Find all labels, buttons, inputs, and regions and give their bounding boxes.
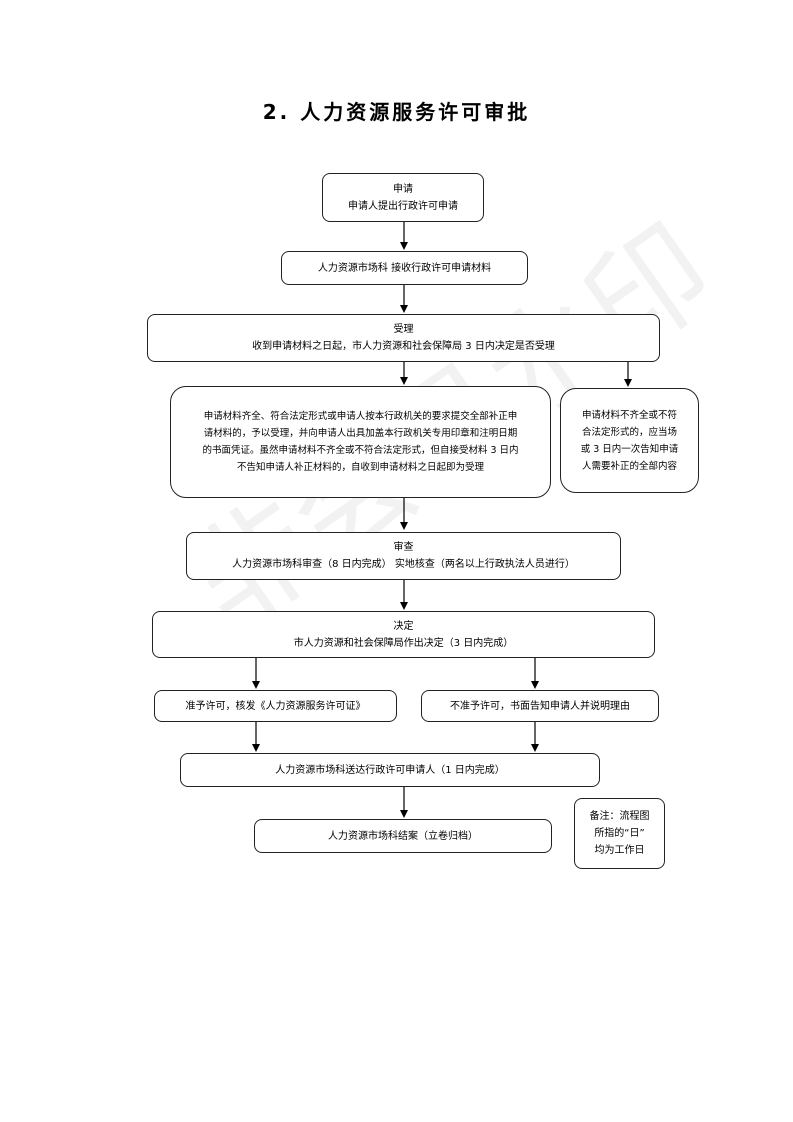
page-title: 2. 人力资源服务许可审批	[262, 100, 531, 124]
step-deliver: 人力资源市场科送达行政许可申请人（1 日内完成）	[180, 753, 600, 787]
step-complete-line4: 不告知申请人补正材料的，自收到申请材料之日起即为受理	[236, 462, 484, 473]
step-deliver-desc: 人力资源市场科送达行政许可申请人（1 日内完成）	[275, 764, 505, 776]
step-complete-line2: 请材料的，予以受理，并向申请人出具加盖本行政机关专用印章和注明日期	[203, 428, 518, 439]
step-accept: 受理 收到申请材料之日起，市人力资源和社会保障局 3 日内决定是否受理	[147, 314, 660, 362]
step-grant: 准予许可，核发《人力资源服务许可证》	[154, 690, 397, 722]
note-line3: 均为工作日	[594, 845, 645, 856]
step-deny: 不准予许可，书面告知申请人并说明理由	[421, 690, 659, 722]
step-review-title: 审查	[393, 542, 414, 553]
step-close-desc: 人力资源市场科结案（立卷归档）	[328, 830, 478, 842]
step-complete-line1: 申请材料齐全、符合法定形式或申请人按本行政机关的要求提交全部补正申	[203, 411, 518, 422]
step-close: 人力资源市场科结案（立卷归档）	[254, 819, 552, 853]
step-review-desc: 人力资源市场科审查（8 日内完成） 实地核查（两名以上行政执法人员进行）	[232, 559, 575, 570]
step-incomplete-line4: 人需要补正的全部内容	[581, 460, 677, 472]
note-box: 备注：流程图 所指的“日” 均为工作日	[574, 798, 665, 869]
step-decide-title: 决定	[393, 620, 414, 632]
step-accept-desc: 收到申请材料之日起，市人力资源和社会保障局 3 日内决定是否受理	[252, 341, 555, 352]
step-incomplete-line2: 合法定形式的，应当场	[581, 426, 677, 438]
step-complete-line3: 的书面凭证。虽然申请材料不齐全或不符合法定形式，但自接受材料 3 日内	[202, 445, 519, 456]
step-apply-title: 申请	[393, 183, 413, 195]
step-incomplete: 申请材料不齐全或不符 合法定形式的，应当场 或 3 日内一次告知申请 人需要补正…	[560, 388, 699, 493]
step-decide: 决定 市人力资源和社会保障局作出决定（3 日内完成）	[152, 611, 655, 658]
note-line1: 备注：流程图	[589, 811, 650, 822]
step-deny-desc: 不准予许可，书面告知申请人并说明理由	[450, 700, 630, 712]
step-incomplete-line3: 或 3 日内一次告知申请	[580, 443, 679, 455]
step-complete: 申请材料齐全、符合法定形式或申请人按本行政机关的要求提交全部补正申 请材料的，予…	[170, 386, 551, 498]
step-accept-title: 受理	[393, 324, 414, 335]
step-incomplete-line1: 申请材料不齐全或不符	[581, 409, 677, 421]
step-decide-desc: 市人力资源和社会保障局作出决定（3 日内完成）	[293, 637, 514, 649]
note-line2: 所指的“日”	[594, 828, 645, 839]
step-receive-desc: 人力资源市场科 接收行政许可申请材料	[317, 262, 492, 274]
step-review: 审查 人力资源市场科审查（8 日内完成） 实地核查（两名以上行政执法人员进行）	[186, 532, 621, 580]
step-receive: 人力资源市场科 接收行政许可申请材料	[281, 251, 528, 285]
step-apply-desc: 申请人提出行政许可申请	[348, 200, 458, 212]
step-grant-desc: 准予许可，核发《人力资源服务许可证》	[185, 700, 366, 712]
step-apply: 申请 申请人提出行政许可申请	[322, 173, 484, 222]
